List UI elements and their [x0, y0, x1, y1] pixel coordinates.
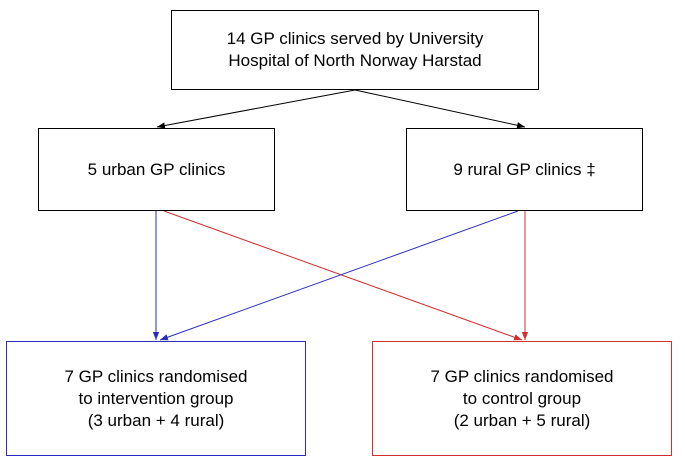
control-line-2: to control group: [462, 388, 582, 408]
intervention-group-box: 7 GP clinics randomised to intervention …: [6, 341, 306, 456]
control-group-box: 7 GP clinics randomised to control group…: [372, 341, 672, 456]
all-clinics-line-1: 14 GP clinics served by University: [226, 29, 484, 48]
urban-clinics-label: 5 urban GP clinics: [87, 159, 226, 179]
intervention-line-2: to intervention group: [78, 388, 234, 408]
urban-clinics-box: 5 urban GP clinics: [38, 128, 275, 211]
control-line-3: (2 urban + 5 rural): [453, 410, 591, 430]
rural-clinics-box: 9 rural GP clinics ‡: [406, 128, 643, 211]
intervention-line-3: (3 urban + 4 rural): [87, 410, 225, 430]
rural-clinics-label: 9 rural GP clinics ‡: [453, 159, 596, 179]
arrow-top-to-urban: [156, 89, 356, 129]
control-line-1: 7 GP clinics randomised: [430, 366, 614, 386]
arrow-rural-to-intervention: [159, 210, 519, 341]
arrow-urban-to-control: [163, 210, 523, 341]
arrow-top-to-rural: [354, 89, 526, 129]
all-clinics-line-2: Hospital of North Norway Harstad: [228, 51, 482, 70]
all-clinics-box: 14 GP clinics served by University Hospi…: [171, 10, 539, 90]
intervention-line-1: 7 GP clinics randomised: [64, 366, 248, 386]
